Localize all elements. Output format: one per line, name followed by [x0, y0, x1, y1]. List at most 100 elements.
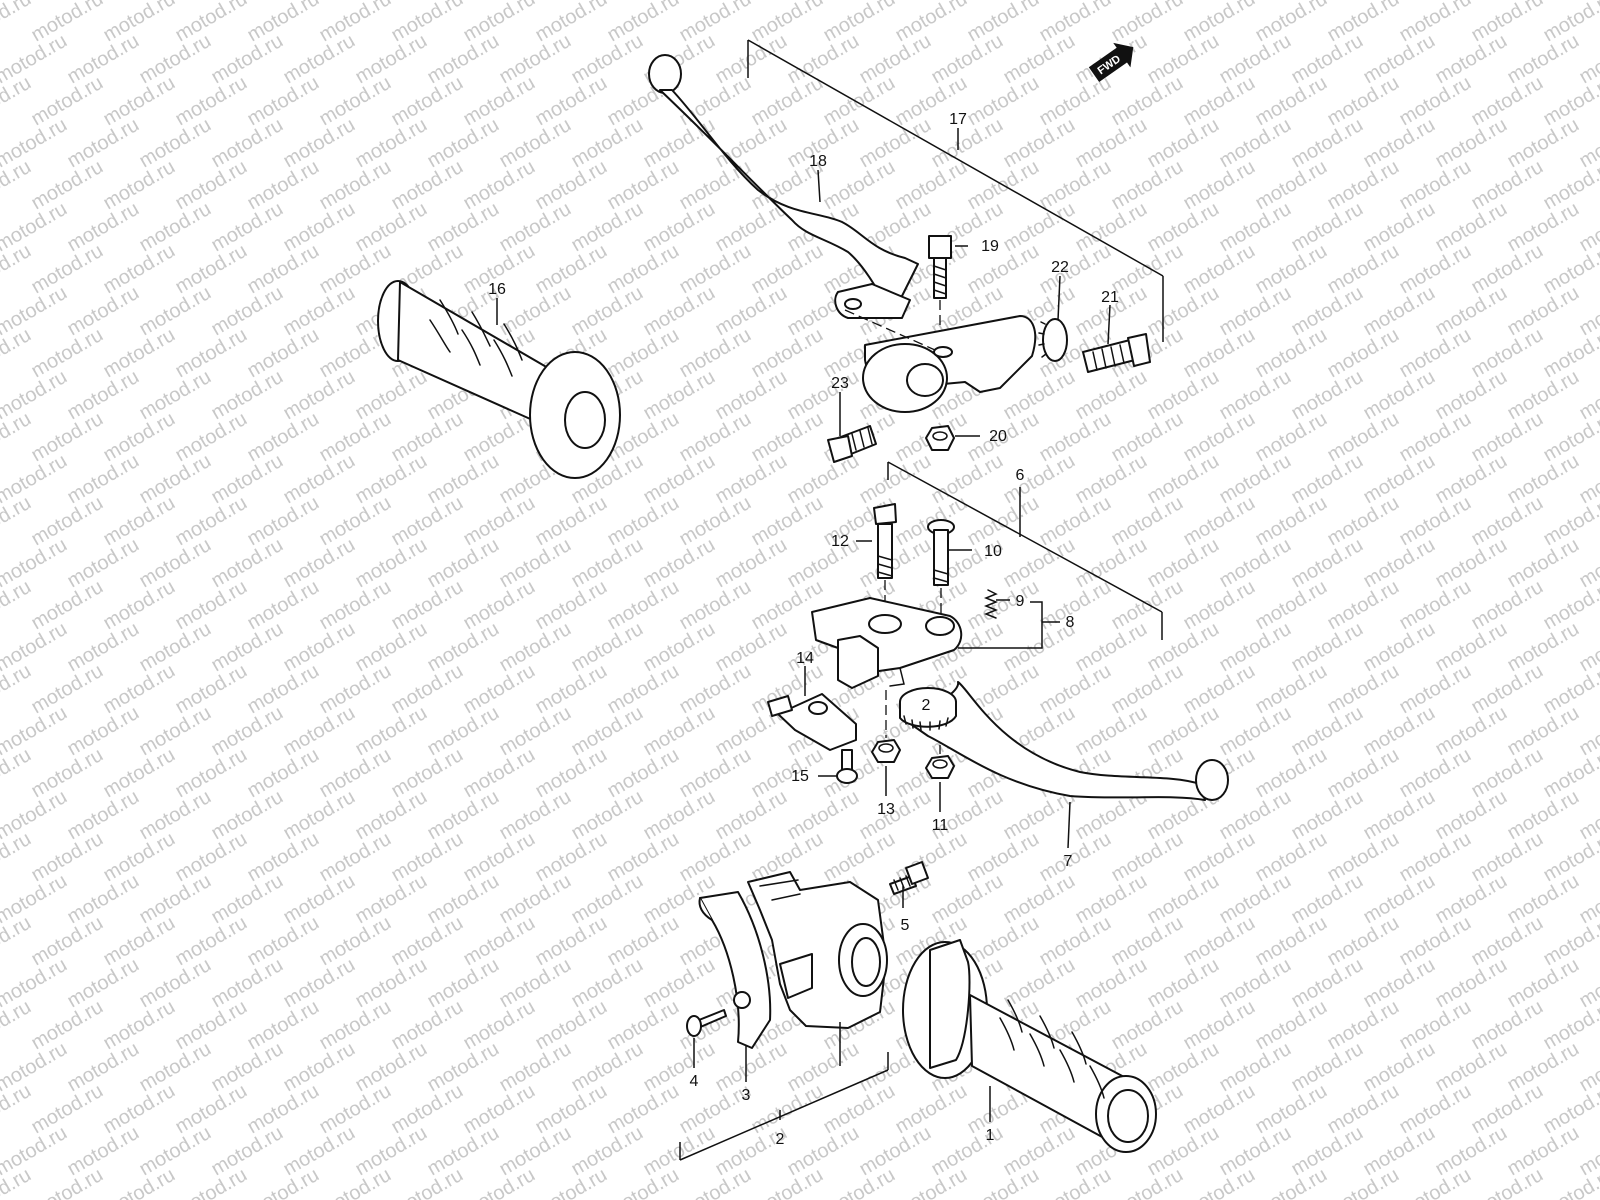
watermark-text: motod.ru — [532, 828, 611, 887]
watermark-text: motod.ru — [1144, 702, 1223, 761]
callout-19: 19 — [981, 238, 999, 255]
throttle-grip-1 — [902, 939, 1157, 1153]
switch-14 — [767, 666, 857, 751]
watermark-text: motod.ru — [1576, 0, 1600, 4]
watermark-text: motod.ru — [100, 912, 179, 971]
watermark-text: motod.ru — [136, 1038, 215, 1097]
watermark-text: motod.ru — [280, 282, 359, 341]
callout-11: 11 — [932, 817, 949, 834]
watermark-text: motod.ru — [1180, 324, 1259, 383]
watermark-text: motod.ru — [1144, 870, 1223, 929]
watermark-text: motod.ru — [1144, 282, 1223, 341]
watermark-text: motod.ru — [1432, 870, 1511, 929]
watermark-text: motod.ru — [964, 828, 1043, 887]
watermark-text: motod.ru — [244, 996, 323, 1055]
watermark-text: motod.ru — [424, 30, 503, 89]
watermark-text: motod.ru — [820, 156, 899, 215]
watermark-text: motod.ru — [1468, 156, 1547, 215]
watermark-text: motod.ru — [568, 114, 647, 173]
watermark-text: motod.ru — [1288, 618, 1367, 677]
watermark-text: motod.ru — [1324, 72, 1403, 131]
watermark-text: motod.ru — [1360, 450, 1439, 509]
watermark-text: motod.ru — [244, 660, 323, 719]
watermark-text: motod.ru — [280, 30, 359, 89]
watermark-text: motod.ru — [100, 408, 179, 467]
watermark-text: motod.ru — [460, 576, 539, 635]
watermark-text: motod.ru — [1288, 30, 1367, 89]
watermark-text: motod.ru — [1000, 114, 1079, 173]
watermark-text: motod.ru — [388, 996, 467, 1055]
watermark-text: motod.ru — [28, 744, 107, 803]
watermark-text: motod.ru — [136, 198, 215, 257]
lever-assembly-bracket-6 — [887, 461, 1163, 640]
watermark-text: motod.ru — [1288, 1038, 1367, 1097]
watermark-text: motod.ru — [28, 828, 107, 887]
watermark-text: motod.ru — [280, 534, 359, 593]
watermark-text: motod.ru — [1468, 1080, 1547, 1139]
watermark-text: motod.ru — [532, 0, 611, 46]
callout-14: 14 — [796, 650, 814, 667]
watermark-text: motod.ru — [748, 492, 827, 551]
watermark-text: motod.ru — [568, 954, 647, 1013]
watermark-text: motod.ru — [1180, 576, 1259, 635]
watermark-text: motod.ru — [64, 198, 143, 257]
watermark-text: motod.ru — [856, 1122, 935, 1181]
watermark-text: motod.ru — [1504, 198, 1583, 257]
watermark-text: motod.ru — [1252, 1080, 1331, 1139]
watermark-text: motod.ru — [604, 324, 683, 383]
watermark-text: motod.ru — [1036, 72, 1115, 131]
watermark-text: motod.ru — [1468, 240, 1547, 299]
watermark-text: motod.ru — [1180, 996, 1259, 1055]
watermark-text: motod.ru — [316, 744, 395, 803]
screw-5 — [889, 861, 929, 895]
clutch-lever-holder — [811, 597, 963, 689]
watermark-text: motod.ru — [64, 1038, 143, 1097]
watermark-text: motod.ru — [1432, 1122, 1511, 1181]
watermark-text: motod.ru — [100, 156, 179, 215]
watermark-text: motod.ru — [352, 30, 431, 89]
watermark-text: motod.ru — [1036, 492, 1115, 551]
watermark-text: motod.ru — [316, 492, 395, 551]
watermark-text: motod.ru — [172, 408, 251, 467]
watermark-text: motod.ru — [424, 618, 503, 677]
watermark-text: motod.ru — [28, 240, 107, 299]
watermark-text: motod.ru — [280, 870, 359, 929]
watermark-text: motod.ru — [28, 576, 107, 635]
watermark-text: motod.ru — [316, 156, 395, 215]
watermark-text: motod.ru — [964, 576, 1043, 635]
watermark-text: motod.ru — [1072, 870, 1151, 929]
watermark-text: motod.ru — [1504, 114, 1583, 173]
watermark-text: motod.ru — [1108, 156, 1187, 215]
watermark-text: motod.ru — [1468, 408, 1547, 467]
watermark-text: motod.ru — [28, 912, 107, 971]
watermark-text: motod.ru — [604, 828, 683, 887]
watermark-text: motod.ru — [1036, 156, 1115, 215]
watermark-text: motod.ru — [964, 0, 1043, 46]
watermark-text: motod.ru — [244, 156, 323, 215]
watermark-text: motod.ru — [1504, 30, 1583, 89]
watermark-text: motod.ru — [280, 618, 359, 677]
watermark-text: motod.ru — [604, 996, 683, 1055]
watermark-text: motod.ru — [136, 114, 215, 173]
watermark-text: motod.ru — [1432, 282, 1511, 341]
watermark-text: motod.ru — [640, 702, 719, 761]
watermark-text: motod.ru — [316, 912, 395, 971]
watermark-text: motod.ru — [0, 0, 35, 46]
callout-13: 13 — [877, 801, 895, 818]
watermark-text: motod.ru — [136, 954, 215, 1013]
watermark-text: motod.ru — [1396, 912, 1475, 971]
watermark-text: motod.ru — [208, 534, 287, 593]
watermark-text: motod.ru — [460, 744, 539, 803]
watermark-text: motod.ru — [1396, 492, 1475, 551]
watermark-text: motod.ru — [136, 1122, 215, 1181]
watermark-text: motod.ru — [928, 30, 1007, 89]
watermark-text: motod.ru — [784, 786, 863, 845]
watermark-text: motod.ru — [496, 618, 575, 677]
watermark-text: motod.ru — [244, 744, 323, 803]
watermark-text: motod.ru — [1324, 492, 1403, 551]
watermark-text: motod.ru — [532, 660, 611, 719]
spring-9 — [983, 589, 999, 619]
watermark-text: motod.ru — [1468, 996, 1547, 1055]
watermark-text: motod.ru — [424, 114, 503, 173]
watermark-text: motod.ru — [388, 0, 467, 46]
